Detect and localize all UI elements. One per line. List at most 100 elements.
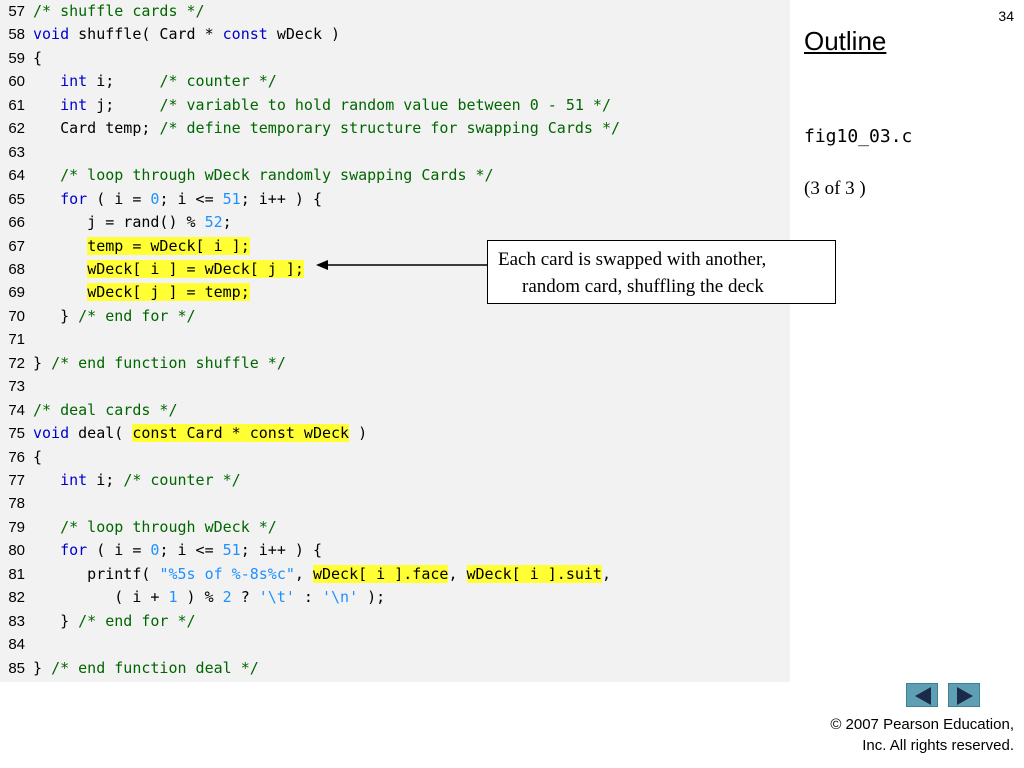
line-number: 61	[8, 96, 25, 114]
previous-slide-button[interactable]	[906, 683, 938, 707]
code-token: printf(	[33, 564, 160, 583]
code-token: /* define temporary structure for swappi…	[159, 119, 621, 138]
code-token: :	[294, 588, 322, 607]
code-token: /* counter */	[123, 471, 241, 489]
line-number: 82	[8, 589, 25, 607]
code-token: ( i +	[33, 588, 169, 607]
code-token: )	[349, 424, 368, 443]
code-token: wDeck[ i ] = wDeck[ j ];	[87, 259, 304, 278]
code-line: 69 wDeck[ j ] = temp;	[0, 281, 250, 304]
line-number: 83	[8, 612, 25, 630]
code-line: 62 Card temp; /* define temporary struct…	[0, 117, 620, 140]
line-number: 76	[8, 448, 25, 466]
code-token: 0	[150, 189, 160, 208]
code-token: }	[33, 306, 79, 325]
code-token	[33, 190, 60, 208]
line-number: 85	[8, 659, 25, 677]
code-line: 70 } /* end for */	[0, 305, 195, 328]
outline-link[interactable]: Outline	[804, 26, 887, 56]
code-token: /* shuffle cards */	[33, 2, 205, 20]
code-token: ;	[222, 213, 232, 232]
code-token: for	[60, 541, 88, 560]
code-token	[33, 260, 87, 278]
code-token: for	[60, 189, 88, 208]
code-token: ; i <=	[159, 541, 223, 560]
next-slide-button[interactable]	[948, 683, 980, 707]
code-line: 79 /* loop through wDeck */	[0, 516, 277, 539]
code-token: /* end function deal */	[51, 658, 259, 677]
code-line: 82 ( i + 1 ) % 2 ? '\t' : '\n' );	[0, 586, 385, 609]
code-line: 66 j = rand() % 52;	[0, 211, 232, 234]
code-token: }	[33, 658, 52, 677]
copyright-line2: Inc. All rights reserved.	[862, 737, 1014, 754]
code-line: 84	[0, 633, 33, 656]
code-token: j = rand() %	[33, 213, 205, 232]
code-token: ; i <=	[159, 189, 223, 208]
code-token	[33, 518, 60, 536]
line-number: 73	[8, 378, 25, 396]
code-token: temp = wDeck[ i ];	[87, 236, 250, 255]
code-token: ( i =	[87, 189, 151, 208]
code-token: wDeck[ i ].face	[312, 564, 449, 583]
code-token: /* deal cards */	[33, 400, 178, 419]
callout-text-line2: random card, shuffling the deck	[522, 276, 764, 297]
code-token: }	[33, 611, 79, 630]
code-token: void	[33, 424, 70, 443]
code-token: /* loop through wDeck randomly swapping …	[60, 166, 494, 185]
code-token: const Card * const wDeck	[132, 424, 350, 443]
line-number: 66	[8, 214, 25, 232]
code-line: 77 int i; /* counter */	[0, 469, 241, 492]
code-line: 73	[0, 375, 33, 398]
code-token	[33, 283, 87, 301]
code-token: wDeck )	[267, 25, 341, 44]
figure-filename: fig10_03.c	[804, 126, 913, 147]
line-number: 58	[8, 26, 25, 44]
line-number: 63	[8, 143, 25, 161]
code-token: {	[33, 447, 43, 466]
code-line: 59{	[0, 47, 42, 70]
code-line: 63	[0, 141, 33, 164]
code-line: 83 } /* end for */	[0, 610, 195, 633]
code-token: /* counter */	[159, 72, 277, 91]
code-line: 78	[0, 492, 33, 515]
code-token	[33, 72, 60, 90]
line-number: 74	[8, 401, 25, 419]
line-number: 77	[8, 472, 25, 489]
copyright-line1: © 2007 Pearson Education,	[830, 716, 1014, 733]
code-token: 2	[222, 588, 232, 607]
copyright-notice: © 2007 Pearson Education, Inc. All right…	[830, 714, 1014, 756]
code-token: i;	[87, 471, 124, 489]
line-number: 81	[8, 565, 25, 583]
triangle-left-icon	[915, 687, 931, 705]
code-token: wDeck[ i ].suit	[466, 564, 602, 583]
code-token: ( i =	[87, 541, 151, 560]
slide-number: 34	[998, 8, 1014, 24]
code-token: }	[33, 353, 52, 372]
line-number: 72	[8, 354, 25, 372]
code-token: j;	[87, 95, 160, 114]
line-number: 71	[8, 331, 25, 349]
code-line: 80 for ( i = 0; i <= 51; i++ ) {	[0, 539, 322, 562]
line-number: 65	[8, 190, 25, 208]
code-token: );	[358, 588, 386, 607]
code-line: 68 wDeck[ i ] = wDeck[ j ];	[0, 258, 304, 281]
triangle-right-icon	[957, 687, 973, 705]
code-token: ,	[448, 564, 467, 583]
code-line: 57/* shuffle cards */	[0, 0, 205, 23]
line-number: 59	[8, 49, 25, 67]
code-token: i;	[87, 72, 160, 91]
line-number: 75	[8, 425, 25, 443]
line-number: 64	[8, 167, 25, 185]
callout-text-line1: Each card is swapped with another,	[498, 249, 767, 270]
code-token: ,	[601, 564, 611, 583]
code-line: 65 for ( i = 0; i <= 51; i++ ) {	[0, 188, 322, 211]
code-line: 74 /* deal cards */	[0, 399, 178, 422]
code-token: "%5s of %-8s%c"	[159, 564, 295, 583]
code-token: void	[33, 25, 70, 44]
code-line: 76 {	[0, 446, 42, 469]
code-token	[33, 541, 60, 559]
line-number: 62	[8, 120, 25, 138]
